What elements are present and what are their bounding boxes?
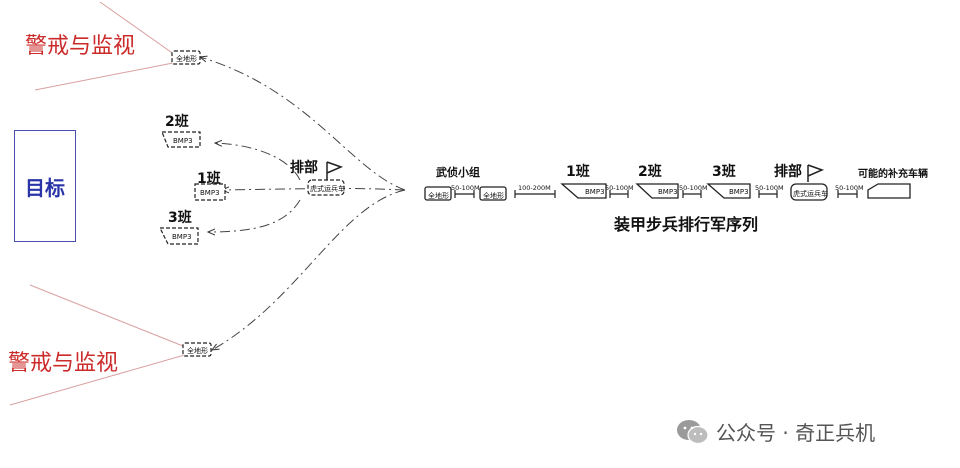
left-bottom-recon-vehicle	[182, 342, 212, 357]
column-squad1-label: 1班	[566, 164, 590, 180]
left-squad1-label: 1班	[197, 171, 221, 187]
left-squad3-label: 3班	[168, 210, 192, 226]
left-platoon-flag-icon	[326, 161, 344, 180]
alert-sector-line	[29, 284, 189, 349]
column-squad2-label: 2班	[638, 164, 662, 180]
column-bmp1-text: BMP3	[585, 188, 605, 196]
column-bmp2-text: BMP3	[658, 188, 678, 196]
column-recon-vehicle-1	[424, 186, 452, 201]
column-squad3-label: 3班	[712, 164, 736, 180]
column-command-vehicle	[790, 183, 828, 201]
left-squad2-label: 2班	[165, 114, 189, 130]
column-platoon-label: 排部	[774, 164, 802, 180]
alert-label-bottom: 警戒与监视	[8, 351, 119, 376]
route-squad2	[215, 143, 301, 181]
left-top-recon-vehicle	[171, 50, 201, 65]
alert-label-top: 警戒与监视	[25, 34, 136, 59]
column-bmp-squad3	[706, 183, 751, 199]
column-supply-vehicle	[867, 183, 911, 199]
wechat-icon	[677, 419, 709, 444]
left-bmp-squad3	[159, 227, 199, 245]
watermark-text: 公众号 · 奇正兵机	[716, 421, 876, 445]
left-platoon-label: 排部	[290, 160, 318, 176]
left-bmp1-text: BMP3	[200, 189, 220, 197]
gap-d: 50-100M	[679, 184, 708, 192]
column-platoon-flag-icon	[807, 164, 825, 182]
left-bmp-squad1	[194, 183, 226, 201]
target-label: 目标	[25, 175, 65, 200]
left-top-recon-text: 全地形	[176, 55, 197, 63]
left-command-text: 虎式运兵车	[310, 185, 345, 193]
gap-a: 50-100M	[451, 184, 480, 192]
column-bmp-squad2	[635, 183, 679, 199]
alert-sector-line	[34, 61, 179, 91]
watermark: 公众号 · 奇正兵机	[676, 417, 875, 446]
alert-sector-line	[99, 1, 179, 58]
target-box: 目标	[14, 130, 76, 242]
column-recon-label: 武侦小组	[436, 166, 480, 179]
column-recon1-text: 全地形	[428, 192, 449, 200]
column-caption: 装甲步兵排行军序列	[614, 215, 759, 234]
column-recon-vehicle-2	[479, 186, 507, 201]
left-bmp2-text: BMP3	[173, 137, 193, 145]
column-supply-label: 可能的补充车辆	[858, 169, 928, 180]
left-command-vehicle	[307, 179, 345, 196]
column-bmp-squad1	[560, 183, 607, 199]
gap-b: 100-200M	[518, 184, 551, 192]
left-bmp-squad2	[161, 131, 201, 148]
gap-f: 50-100M	[835, 184, 864, 192]
alert-sector-line	[9, 353, 189, 406]
column-command-text: 虎式运兵车	[793, 190, 828, 198]
gap-e: 50-100M	[755, 184, 784, 192]
gap-c: 50-100M	[605, 184, 634, 192]
route-squad3	[208, 199, 301, 232]
column-bmp3-text: BMP3	[729, 188, 749, 196]
left-bottom-recon-text: 全地形	[187, 347, 208, 355]
route-bottom-recon	[212, 189, 406, 350]
route-top-recon	[200, 57, 406, 191]
column-recon2-text: 全地形	[483, 192, 504, 200]
left-bmp3-text: BMP3	[172, 233, 192, 241]
